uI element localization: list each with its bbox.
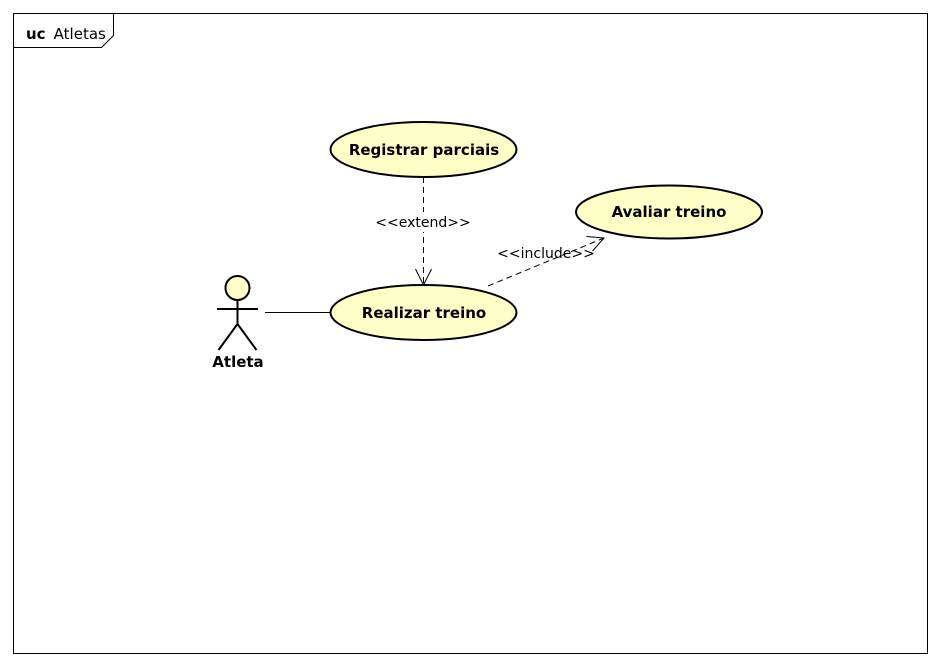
frame-title: uc Atletas (26, 24, 106, 43)
use-case-label: Realizar treino (362, 304, 486, 322)
use-case-registrar-parciais[interactable]: Registrar parciais (329, 121, 518, 178)
frame-name: Atletas (54, 25, 106, 43)
use-case-shape (329, 284, 518, 341)
use-case-shape (329, 121, 518, 178)
use-case-label: Registrar parciais (349, 141, 499, 159)
actor-atleta[interactable]: Atleta (212, 275, 264, 371)
extend-label-bg (378, 212, 468, 232)
include-label: <<include>> (497, 246, 595, 262)
use-case-realizar-treino[interactable]: Realizar treino (329, 284, 518, 341)
extend-label: <<extend>> (375, 215, 470, 231)
use-case-shape (575, 184, 763, 240)
frame-keyword: uc (26, 25, 46, 43)
use-case-label: Avaliar treino (612, 203, 727, 221)
include-dependency-line (487, 237, 605, 287)
actor-label: Atleta (212, 353, 263, 371)
include-arrowhead (586, 236, 606, 252)
frame-title-tab (13, 13, 114, 48)
use-case-avaliar-treino[interactable]: Avaliar treino (575, 184, 763, 240)
stick-figure-icon (217, 275, 258, 351)
